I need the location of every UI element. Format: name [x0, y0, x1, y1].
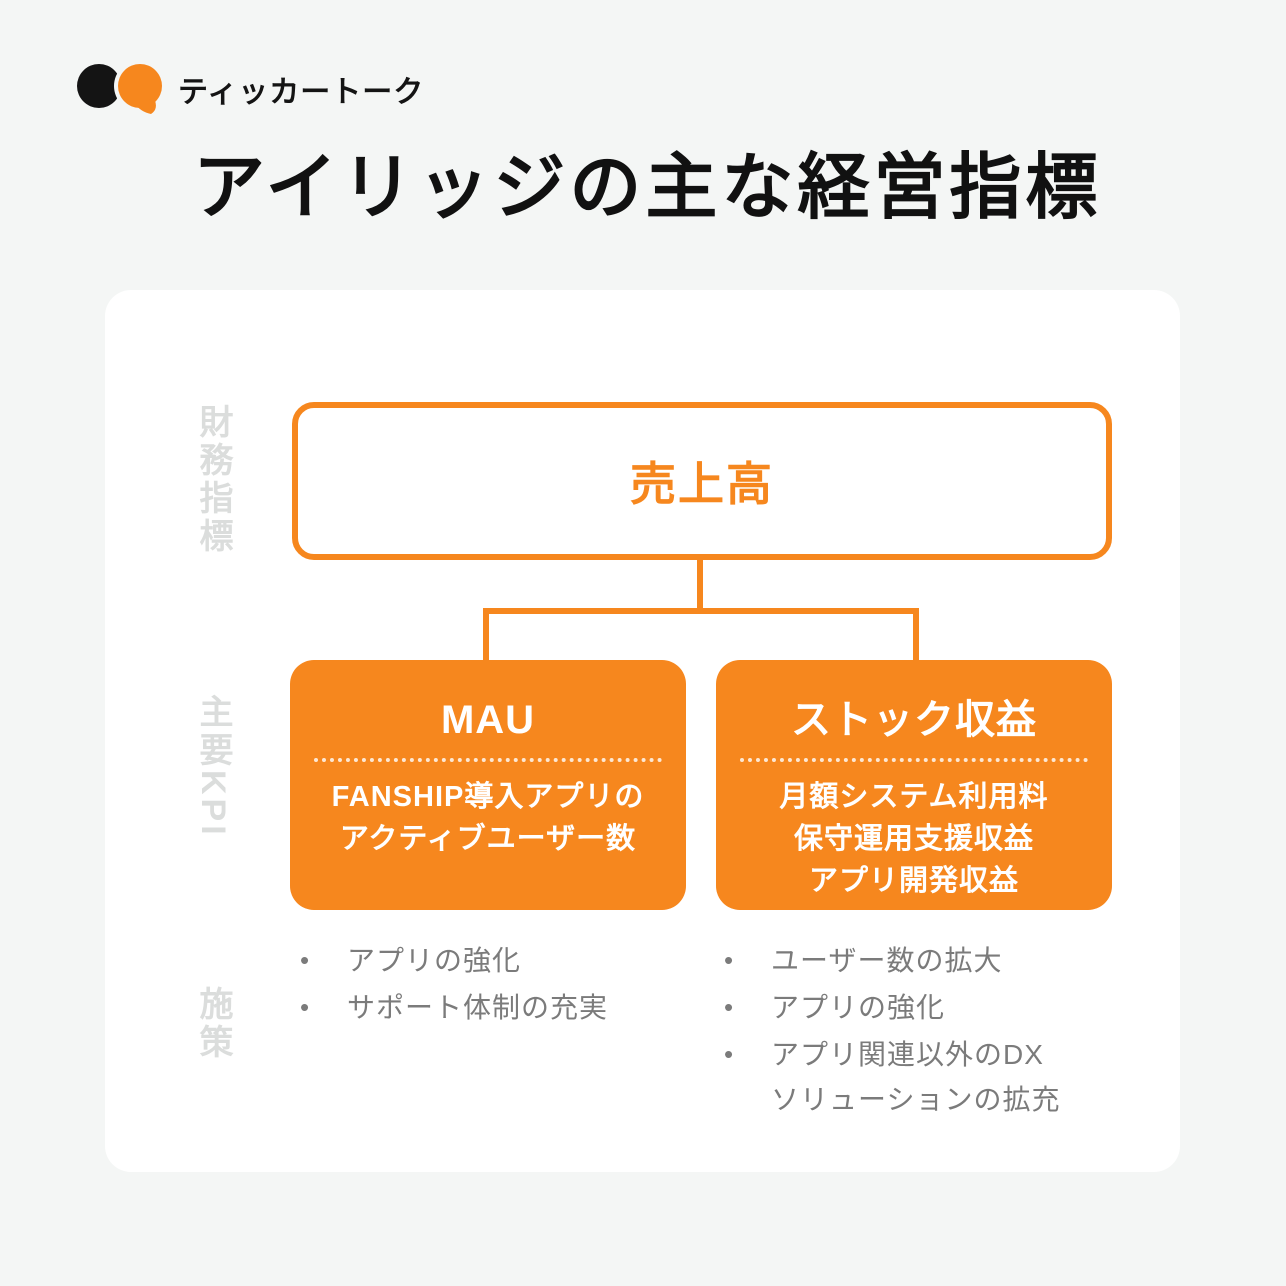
- kpi-mau-description: FANSHIP導入アプリの アクティブユーザー数: [331, 781, 645, 855]
- measures-list-left: アプリの強化 サポート体制の充実: [300, 938, 648, 1032]
- list-item: サポート体制の充実: [300, 985, 648, 1032]
- row-label-key-kpi: 主要KPI: [194, 694, 232, 839]
- kpi-node-mau: MAU FANSHIP導入アプリの アクティブユーザー数: [290, 660, 686, 910]
- connector-drop-right: [913, 608, 919, 662]
- measure-text: アプリの強化: [347, 945, 522, 976]
- list-item: アプリの強化: [724, 985, 1072, 1032]
- measure-text: サポート体制の充実: [347, 992, 609, 1023]
- list-item: ユーザー数の拡大: [724, 938, 1072, 985]
- bullet-icon: [724, 1032, 744, 1077]
- measure-text: ユーザー数の拡大: [771, 945, 1003, 976]
- page-title: アイリッジの主な経営指標: [193, 148, 1102, 228]
- measures-list-right: ユーザー数の拡大 アプリの強化 アプリ関連以外のDXソリューションの拡充: [724, 938, 1072, 1122]
- bullet-icon: [300, 938, 320, 983]
- list-item: アプリ関連以外のDXソリューションの拡充: [724, 1032, 1072, 1122]
- dotted-divider: [740, 758, 1088, 762]
- list-item: アプリの強化: [300, 938, 648, 985]
- kpi-mau-heading: MAU: [440, 698, 536, 742]
- bullet-icon: [724, 938, 744, 983]
- measure-text: アプリ関連以外のDXソリューションの拡充: [771, 1039, 1061, 1115]
- kpi-stock-description: 月額システム利用料 保守運用支援収益 アプリ開発収益: [779, 781, 1049, 897]
- revenue-node: 売上高: [292, 402, 1112, 560]
- bullet-icon: [724, 985, 744, 1030]
- logo: ティッカートーク: [76, 58, 424, 120]
- connector-drop-left: [483, 608, 489, 662]
- bullet-icon: [300, 985, 320, 1030]
- row-label-financial-indicators: 財務指標: [194, 404, 232, 556]
- dotted-divider: [314, 758, 662, 762]
- connector-stem: [697, 556, 703, 612]
- row-label-measures: 施策: [194, 986, 232, 1062]
- speech-bubbles-icon: [77, 60, 166, 114]
- connector-horizontal-bar: [483, 608, 919, 614]
- kpi-node-stock-revenue: ストック収益 月額システム利用料 保守運用支援収益 アプリ開発収益: [716, 660, 1112, 910]
- brand-name: ティッカートーク: [178, 76, 425, 109]
- measure-text: アプリの強化: [771, 992, 946, 1023]
- kpi-stock-heading: ストック収益: [791, 698, 1037, 742]
- revenue-label: 売上高: [630, 458, 774, 510]
